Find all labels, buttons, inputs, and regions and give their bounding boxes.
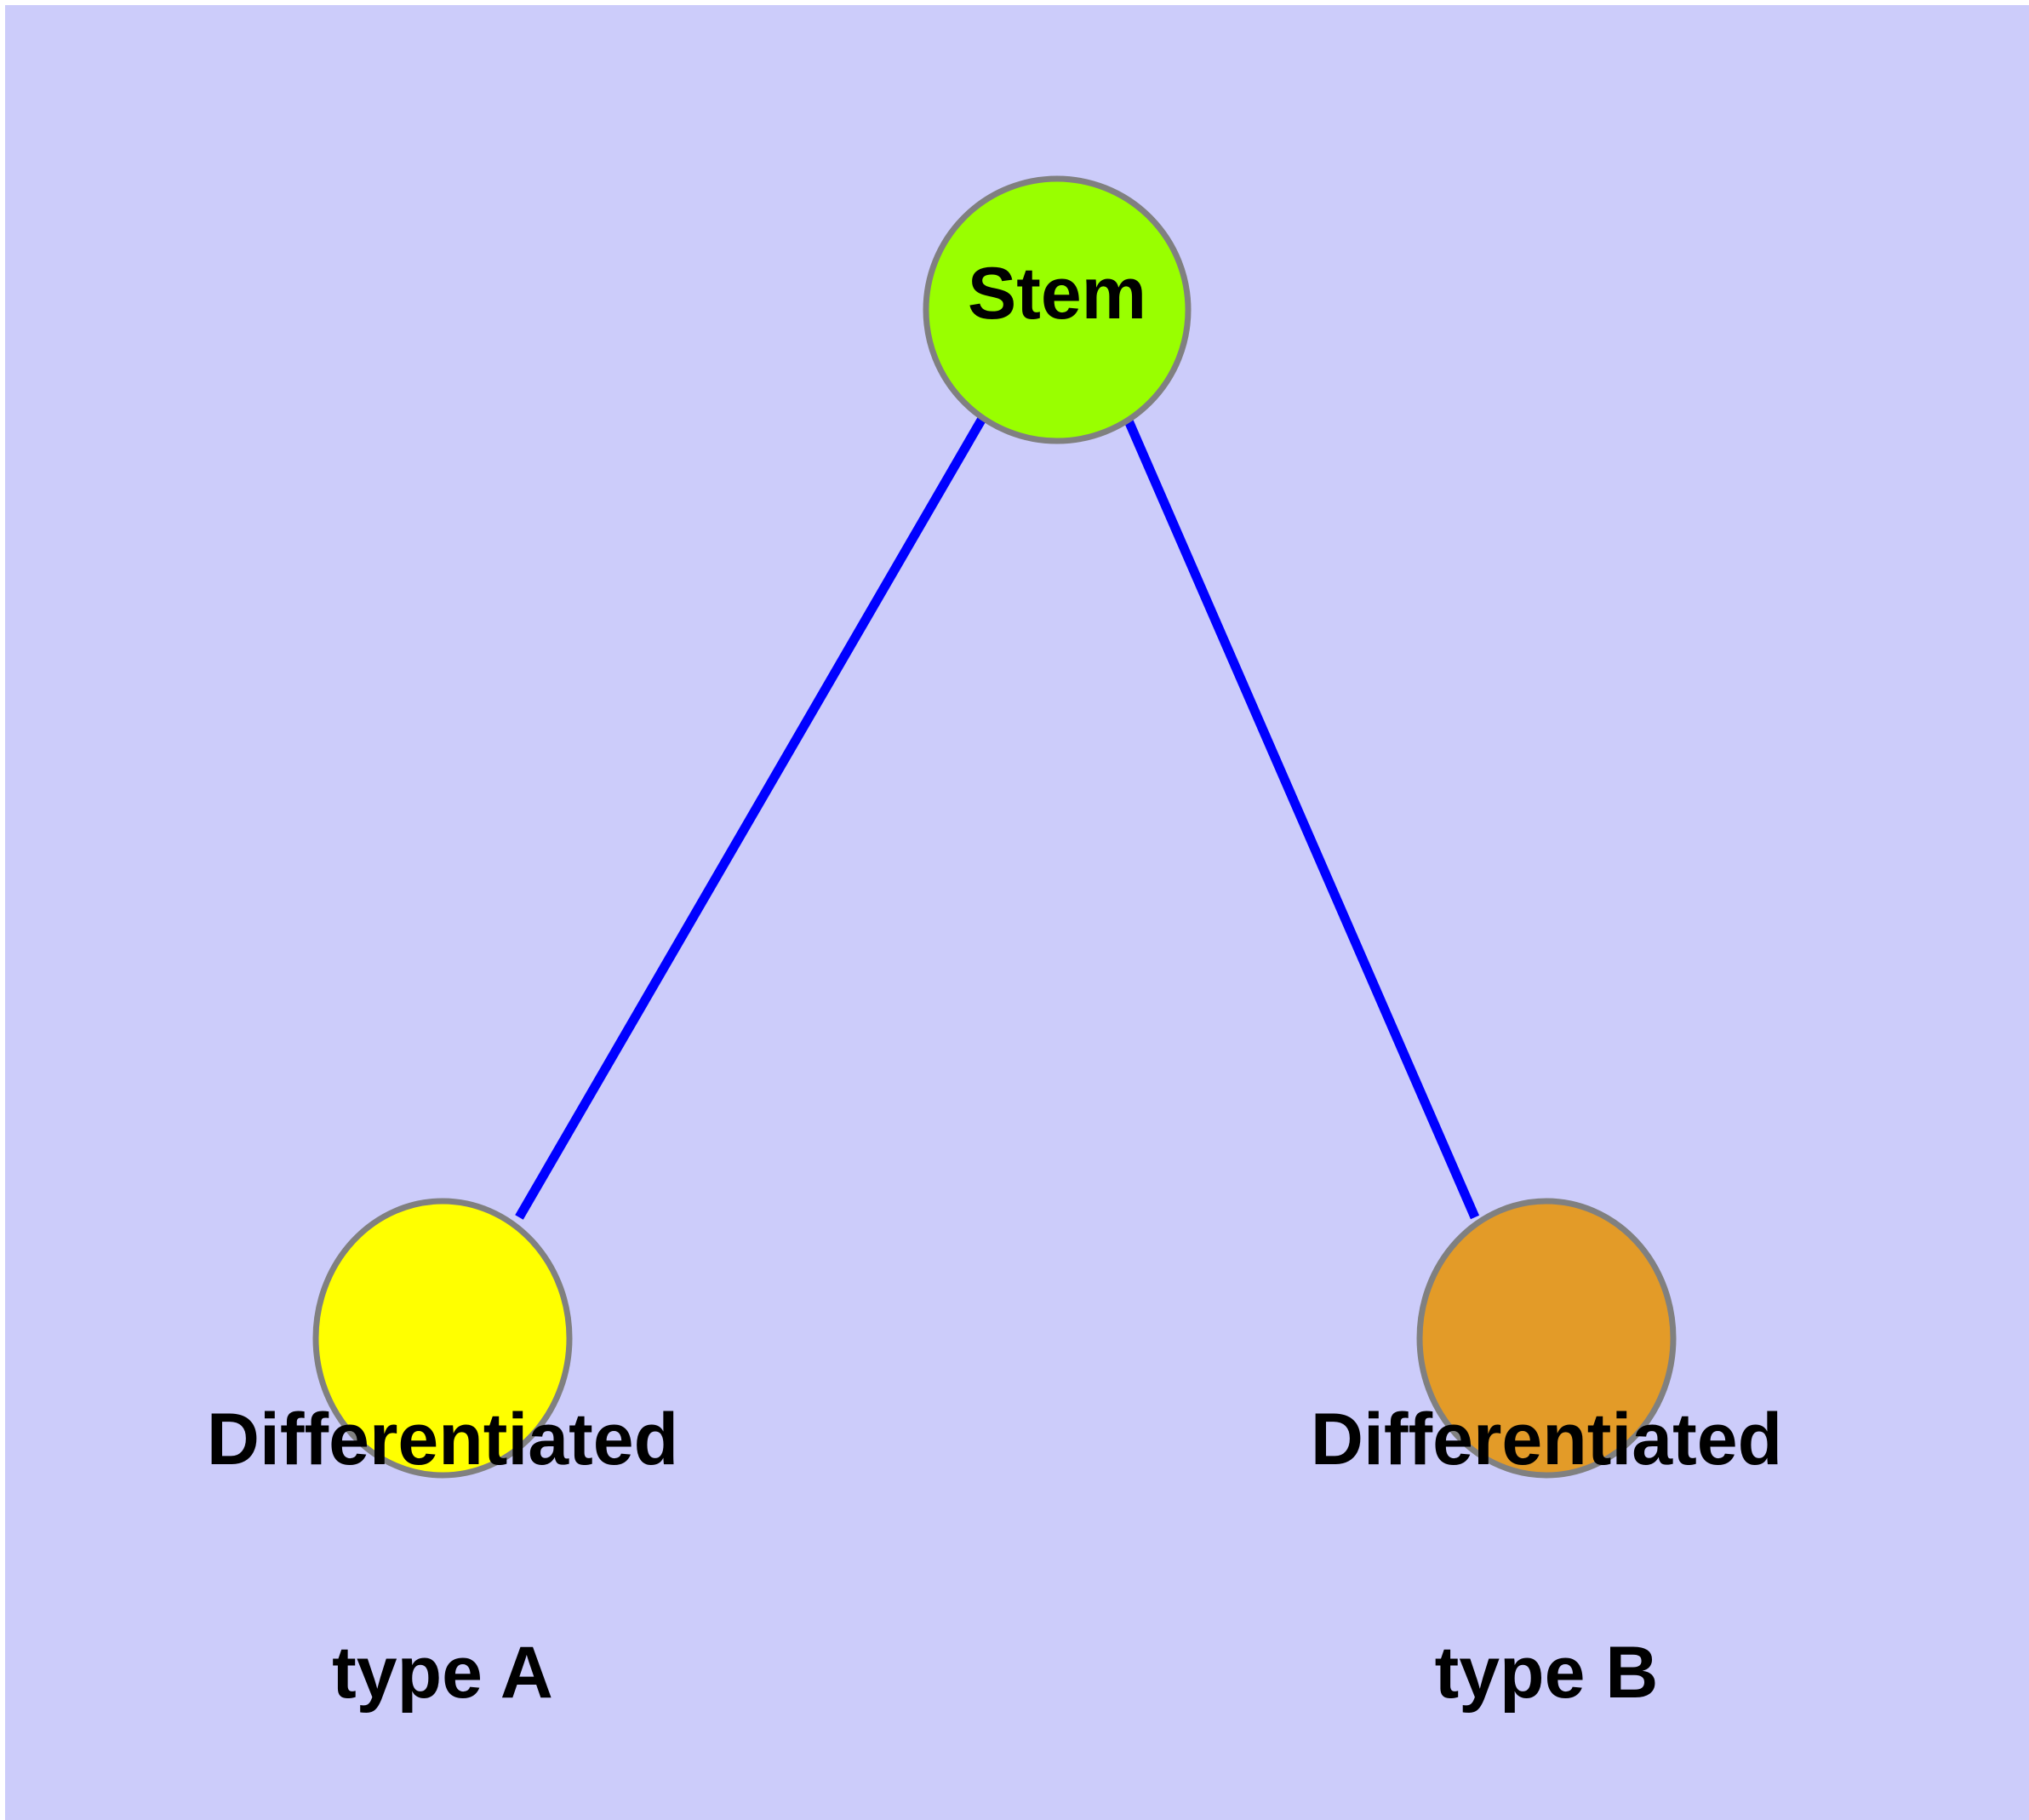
node-layer (312, 175, 1677, 1479)
edge-layer (515, 415, 1480, 1220)
node-type-a[interactable] (312, 1198, 573, 1479)
edge-stem-to-type-b (1123, 416, 1480, 1220)
node-type-b[interactable] (1416, 1198, 1677, 1479)
edge-stem-to-type-a (515, 415, 987, 1220)
node-stem[interactable] (923, 175, 1192, 444)
